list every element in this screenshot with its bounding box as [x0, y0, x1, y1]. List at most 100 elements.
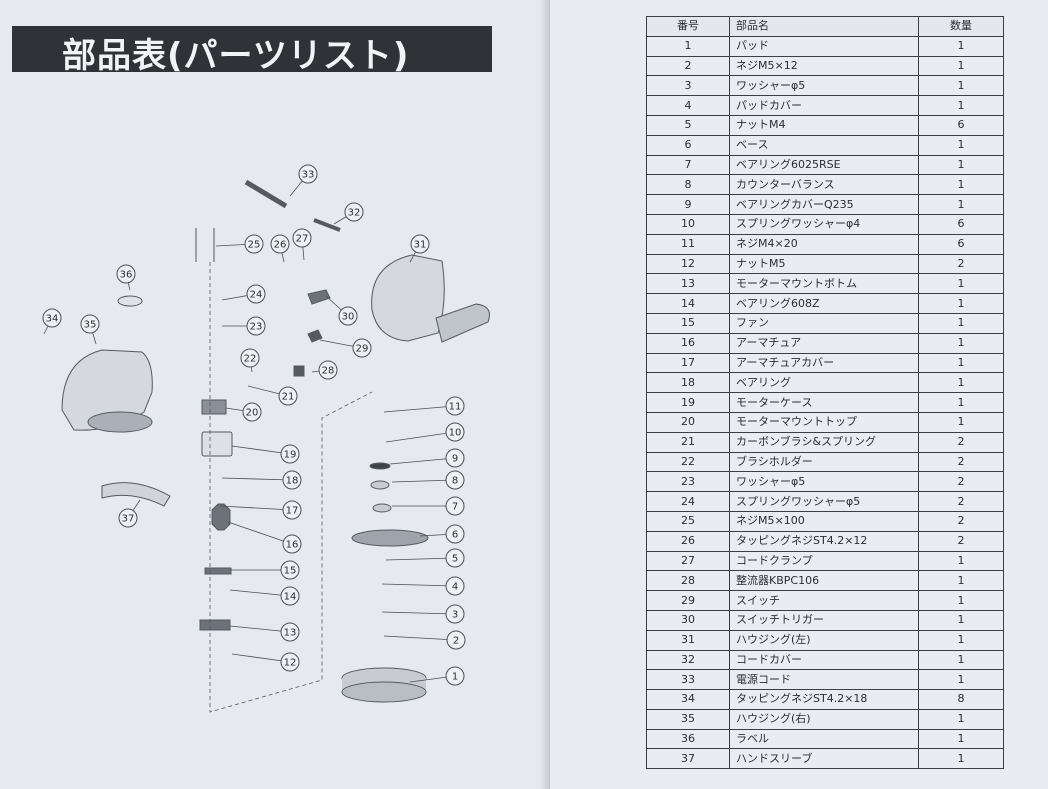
callout-number: 37 [122, 514, 135, 525]
cell-part-name: ラベル [729, 728, 919, 750]
callout-10: 10 [445, 422, 465, 442]
callout-leader-11 [383, 405, 456, 413]
cell-part-name: ファン [729, 312, 919, 334]
callout-circle [445, 576, 465, 596]
cell-quantity: 1 [918, 55, 1004, 77]
callout-number: 1 [452, 672, 458, 683]
cell-part-name: ベアリング608Z [729, 293, 919, 314]
callout-circle [244, 234, 264, 254]
cell-number: 16 [646, 332, 730, 354]
cell-part-name: モーターマウントトップ [729, 411, 919, 433]
header-number: 番号 [646, 16, 730, 37]
callout-15: 15 [280, 560, 300, 580]
cell-part-name: ブラシホルダー [729, 451, 919, 473]
callout-leader-18 [221, 477, 293, 481]
callout-number: 14 [284, 592, 297, 603]
cell-number: 13 [646, 273, 730, 295]
cell-part-name: カーボンブラシ&スプリング [729, 431, 919, 453]
callout-number: 8 [452, 476, 458, 487]
cell-quantity: 1 [918, 550, 1004, 572]
callout-35: 35 [80, 314, 100, 334]
cell-part-name: 電源コード [729, 669, 919, 691]
cell-part-name: ネジM5×100 [729, 510, 919, 532]
cell-part-name: モーターマウントボトム [729, 273, 919, 295]
callout-circle [116, 264, 136, 284]
cell-part-name: スプリングワッシャーφ4 [729, 213, 919, 235]
callout-21: 21 [278, 386, 298, 406]
cell-quantity: 1 [918, 273, 1004, 295]
callout-number: 9 [452, 454, 458, 465]
callout-circle [246, 284, 266, 304]
cell-quantity: 6 [918, 233, 1004, 255]
callout-circle [280, 444, 300, 464]
cell-number: 33 [646, 669, 730, 691]
cell-number: 27 [646, 550, 730, 572]
callout-number: 32 [348, 208, 361, 219]
callout-number: 15 [284, 566, 297, 577]
callout-number: 29 [356, 344, 369, 355]
cell-quantity: 2 [918, 491, 1004, 512]
cell-part-name: コードクランプ [729, 550, 919, 572]
cell-number: 3 [646, 75, 730, 97]
cell-number: 4 [646, 95, 730, 116]
cell-part-name: ベース [729, 134, 919, 156]
cell-number: 28 [646, 570, 730, 592]
callout-circle [282, 500, 302, 520]
cell-part-name: スプリングワッシャーφ5 [729, 491, 919, 512]
cell-quantity: 1 [918, 293, 1004, 314]
part-switch-trigger [307, 289, 331, 305]
callout-group: 1234567891011121314151617181920212223242… [42, 164, 466, 686]
part-hand-sleeve [101, 482, 171, 507]
cell-part-name: アーマチュア [729, 332, 919, 354]
cell-number: 29 [646, 590, 730, 611]
cell-quantity: 1 [918, 174, 1004, 196]
part-motor-mount-top [201, 399, 227, 415]
cell-part-name: ベアリング6025RSE [729, 154, 919, 176]
cell-number: 9 [646, 194, 730, 215]
cell-quantity: 1 [918, 411, 1004, 433]
callout-leader-19 [231, 445, 291, 455]
callout-circle [292, 228, 312, 248]
cell-quantity: 1 [918, 332, 1004, 354]
callout-7: 7 [445, 496, 465, 516]
callout-circle [445, 422, 465, 442]
callout-number: 16 [286, 540, 299, 551]
callout-leader-9 [389, 457, 456, 465]
callout-27: 27 [292, 228, 312, 248]
callout-number: 2 [453, 636, 459, 647]
cell-quantity: 1 [918, 134, 1004, 156]
title-bar [12, 26, 492, 72]
cell-number: 15 [646, 312, 730, 334]
assembly-outline [209, 262, 373, 713]
callout-circle [445, 448, 465, 468]
callout-29: 29 [352, 338, 372, 358]
callout-circle [445, 496, 465, 516]
part-bearing-cover [369, 462, 391, 470]
callout-number: 12 [284, 658, 297, 669]
cell-quantity: 1 [918, 609, 1004, 631]
cell-number: 22 [646, 451, 730, 473]
callout-number: 33 [302, 170, 315, 181]
callout-number: 19 [284, 450, 297, 461]
callout-leader-16 [227, 521, 293, 545]
cell-number: 8 [646, 174, 730, 196]
callout-5: 5 [445, 548, 465, 568]
part-counterbalance [372, 503, 392, 513]
cell-part-name: ワッシャーφ5 [729, 75, 919, 97]
callout-circle [445, 470, 465, 490]
part-armature [211, 503, 231, 531]
callout-number: 18 [286, 476, 299, 487]
cell-quantity: 1 [918, 590, 1004, 611]
callout-number: 31 [414, 240, 427, 251]
callout-leader-13 [229, 625, 291, 633]
cell-number: 14 [646, 293, 730, 314]
callout-circle [280, 652, 300, 672]
callout-circle [445, 396, 465, 416]
callout-leader-2 [383, 635, 457, 641]
